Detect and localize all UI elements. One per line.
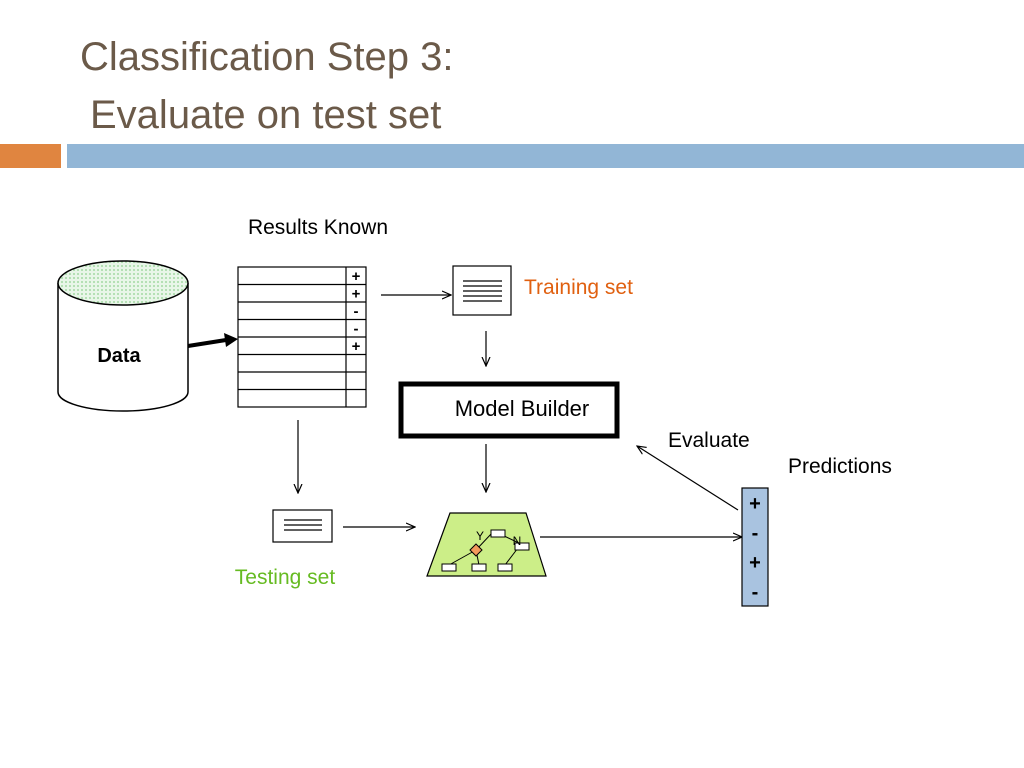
evaluate-label: Evaluate [668, 429, 750, 452]
testing-set-label: Testing set [235, 566, 336, 589]
tree-node-box [514, 542, 530, 551]
prediction-value: - [752, 522, 759, 544]
tree-leaf-box [441, 563, 457, 572]
decision-tree-model: Y N [426, 512, 547, 577]
data-cylinder-top [57, 260, 189, 306]
tree-leaf-box [471, 563, 487, 572]
accent-bar-orange [0, 144, 61, 168]
table-result-label: + [352, 338, 361, 355]
tree-node-box [490, 529, 506, 538]
results-table: ++--+ [237, 266, 367, 408]
evaluate-arrow [637, 446, 739, 511]
accent-bar-blue [67, 144, 1024, 168]
model-builder-box [398, 381, 620, 439]
training-set-label: Training set [524, 276, 633, 299]
table-result-label: - [354, 320, 359, 337]
predictions-label: Predictions [788, 455, 892, 478]
data-label: Data [97, 345, 141, 367]
testing-set-document-icon [272, 509, 333, 543]
training-set-document-icon [452, 265, 512, 316]
table-result-label: + [352, 285, 361, 302]
data-to-table-arrow [187, 338, 227, 348]
predictions-column: + - + - [741, 487, 769, 607]
data-to-table-arrowhead [224, 333, 238, 347]
model-builder-label: Model Builder [455, 396, 590, 421]
results-known-label: Results Known [248, 216, 388, 239]
prediction-value: + [749, 493, 761, 515]
prediction-value: + [749, 552, 761, 574]
table-result-label: - [354, 303, 359, 320]
data-cylinder: Data [57, 260, 189, 412]
prediction-value: - [752, 581, 759, 603]
title-line-2: Evaluate on test set [90, 93, 442, 137]
slide-title: Classification Step 3: Evaluate on test … [80, 28, 454, 144]
table-result-label: + [352, 268, 361, 285]
tree-root-node [469, 543, 483, 557]
tree-no-label: N [513, 534, 522, 548]
tree-yes-label: Y [476, 529, 484, 543]
tree-leaf-box [497, 563, 513, 572]
title-line-1: Classification Step 3: [80, 35, 454, 79]
